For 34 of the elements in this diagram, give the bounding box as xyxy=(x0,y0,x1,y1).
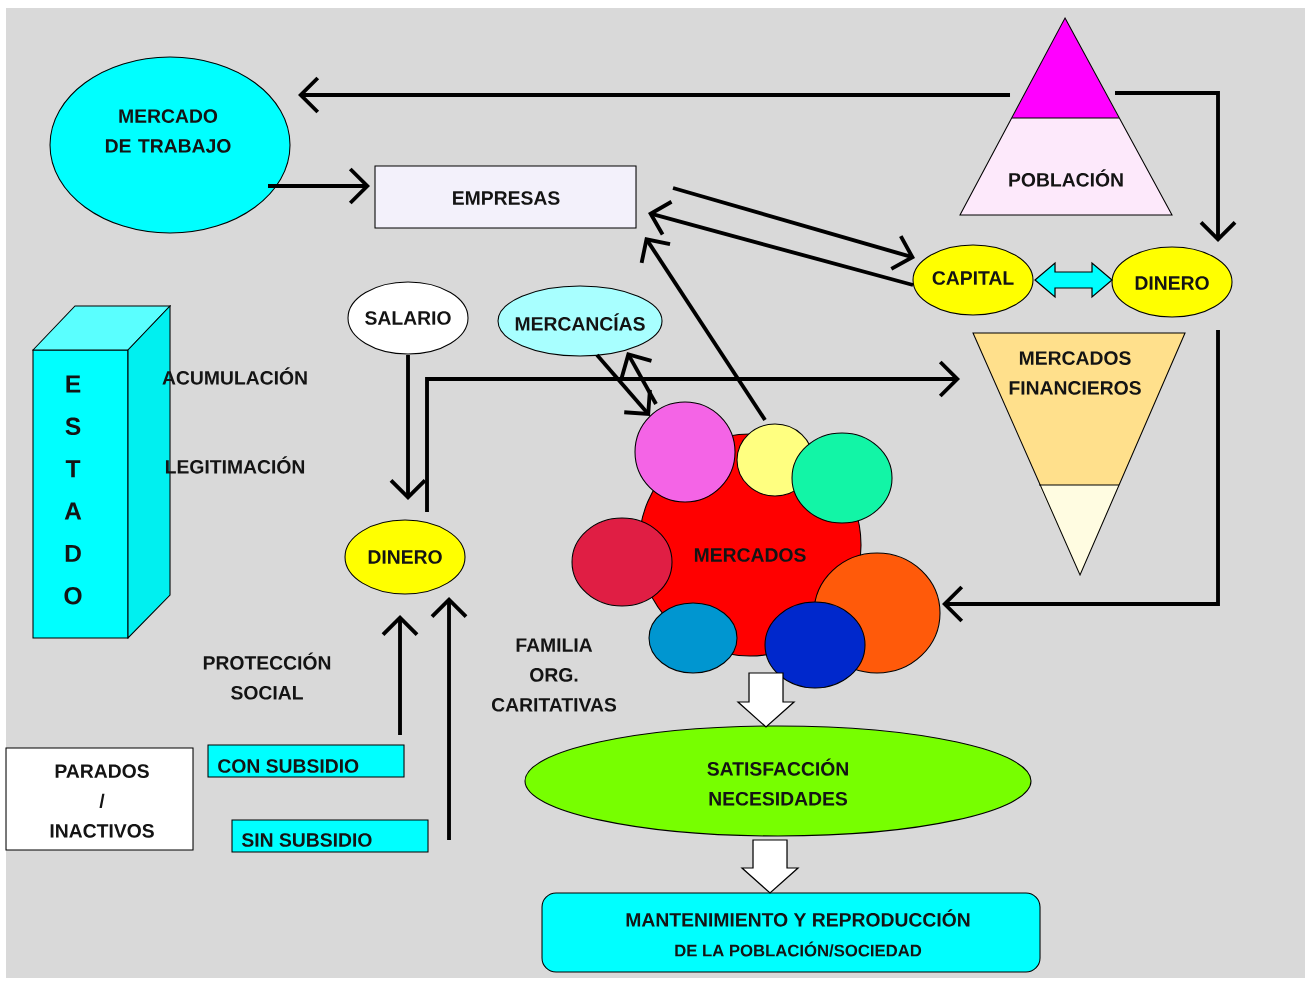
arrow xyxy=(1115,91,1237,242)
arrow xyxy=(942,330,1220,623)
circle xyxy=(634,401,736,503)
block-arrow xyxy=(736,672,796,728)
arrow xyxy=(425,360,960,512)
rectangle-box: PARADOS / INACTIVOS xyxy=(5,747,194,851)
circle xyxy=(648,602,738,674)
oval: SATISFACCIÓN NECESIDADES xyxy=(524,725,1032,837)
arrow xyxy=(430,597,468,840)
rectangle-box: CON SUBSIDIO xyxy=(207,744,405,778)
arrow xyxy=(672,186,915,271)
oval: DINERO xyxy=(1111,246,1233,318)
oval: MERCANCÍAS xyxy=(497,285,663,357)
arrow xyxy=(595,353,652,416)
circle xyxy=(571,517,673,607)
rectangle-box: EMPRESAS xyxy=(374,165,637,229)
arrow xyxy=(639,237,767,422)
oval: DINERO xyxy=(344,519,466,595)
oval: SALARIO xyxy=(347,281,469,355)
arrow xyxy=(648,200,914,287)
circle xyxy=(764,601,866,689)
double-arrow xyxy=(1034,261,1113,299)
rounded-box: MANTENIMIENTO Y REPRODUCCIÓN DE LA POBLACIÓN/SOCIEDAD xyxy=(541,892,1041,973)
oval: CAPITAL xyxy=(912,244,1034,316)
arrow xyxy=(298,76,1010,114)
arrow xyxy=(381,615,419,735)
arrow xyxy=(389,355,427,500)
rectangle-box: SIN SUBSIDIO xyxy=(231,819,429,853)
text-label: FAMILIA ORG. CARITATIVAS xyxy=(492,638,617,712)
circle xyxy=(791,432,893,524)
arrow xyxy=(268,167,370,205)
text-label: PROTECCIÓN SOCIAL xyxy=(203,652,331,700)
oval: MERCADO DE TRABAJO xyxy=(49,56,291,234)
block-arrow xyxy=(740,839,800,894)
